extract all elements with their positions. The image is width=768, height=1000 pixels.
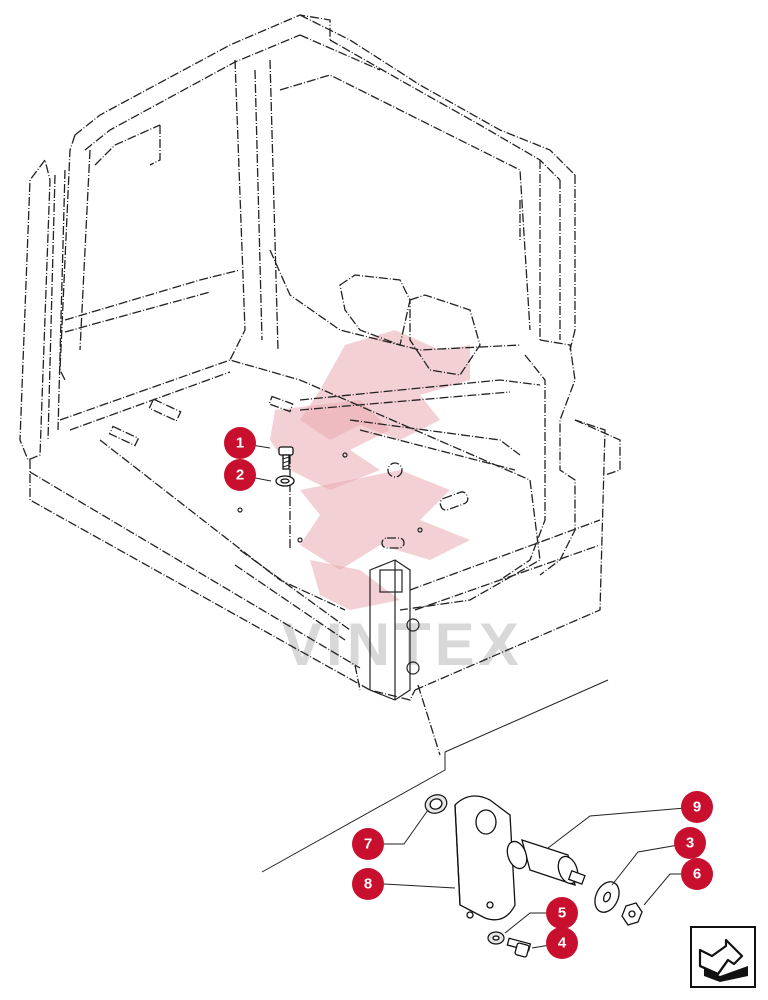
svg-text:9: 9 <box>693 799 701 816</box>
washer-part-5 <box>487 931 505 945</box>
bushing-part-7 <box>424 794 448 814</box>
svg-text:5: 5 <box>558 905 566 922</box>
svg-text:6: 6 <box>693 866 701 883</box>
bolt-part-1 <box>278 446 294 470</box>
svg-text:4: 4 <box>558 935 567 952</box>
nut-part-6 <box>621 902 643 926</box>
svg-text:1: 1 <box>236 435 244 452</box>
callout-8: 8 <box>352 868 384 900</box>
callout-6: 6 <box>681 858 713 890</box>
washer-part-2 <box>275 475 295 487</box>
callout-7: 7 <box>352 828 384 860</box>
svg-text:2: 2 <box>236 467 244 484</box>
exploded-guide-line-bottom <box>261 752 446 873</box>
watermark-logo: VINTEX <box>270 330 519 678</box>
svg-text:3: 3 <box>686 835 694 852</box>
pin-part-9 <box>506 839 586 886</box>
callout-2: 2 <box>224 459 256 491</box>
callout-4: 4 <box>546 927 578 959</box>
svg-text:7: 7 <box>364 836 372 853</box>
next-page-arrow-icon[interactable] <box>690 926 756 988</box>
svg-text:8: 8 <box>364 876 372 893</box>
exploded-guide-line-top <box>444 679 609 753</box>
washer-part-3 <box>594 881 620 913</box>
cab-frame <box>19 14 621 756</box>
callout-5: 5 <box>546 897 578 929</box>
callout-3: 3 <box>674 827 706 859</box>
bolt-part-4 <box>506 937 532 958</box>
callout-9: 9 <box>681 791 713 823</box>
bracket-plate-part-8 <box>454 795 516 921</box>
callout-1: 1 <box>224 427 256 459</box>
